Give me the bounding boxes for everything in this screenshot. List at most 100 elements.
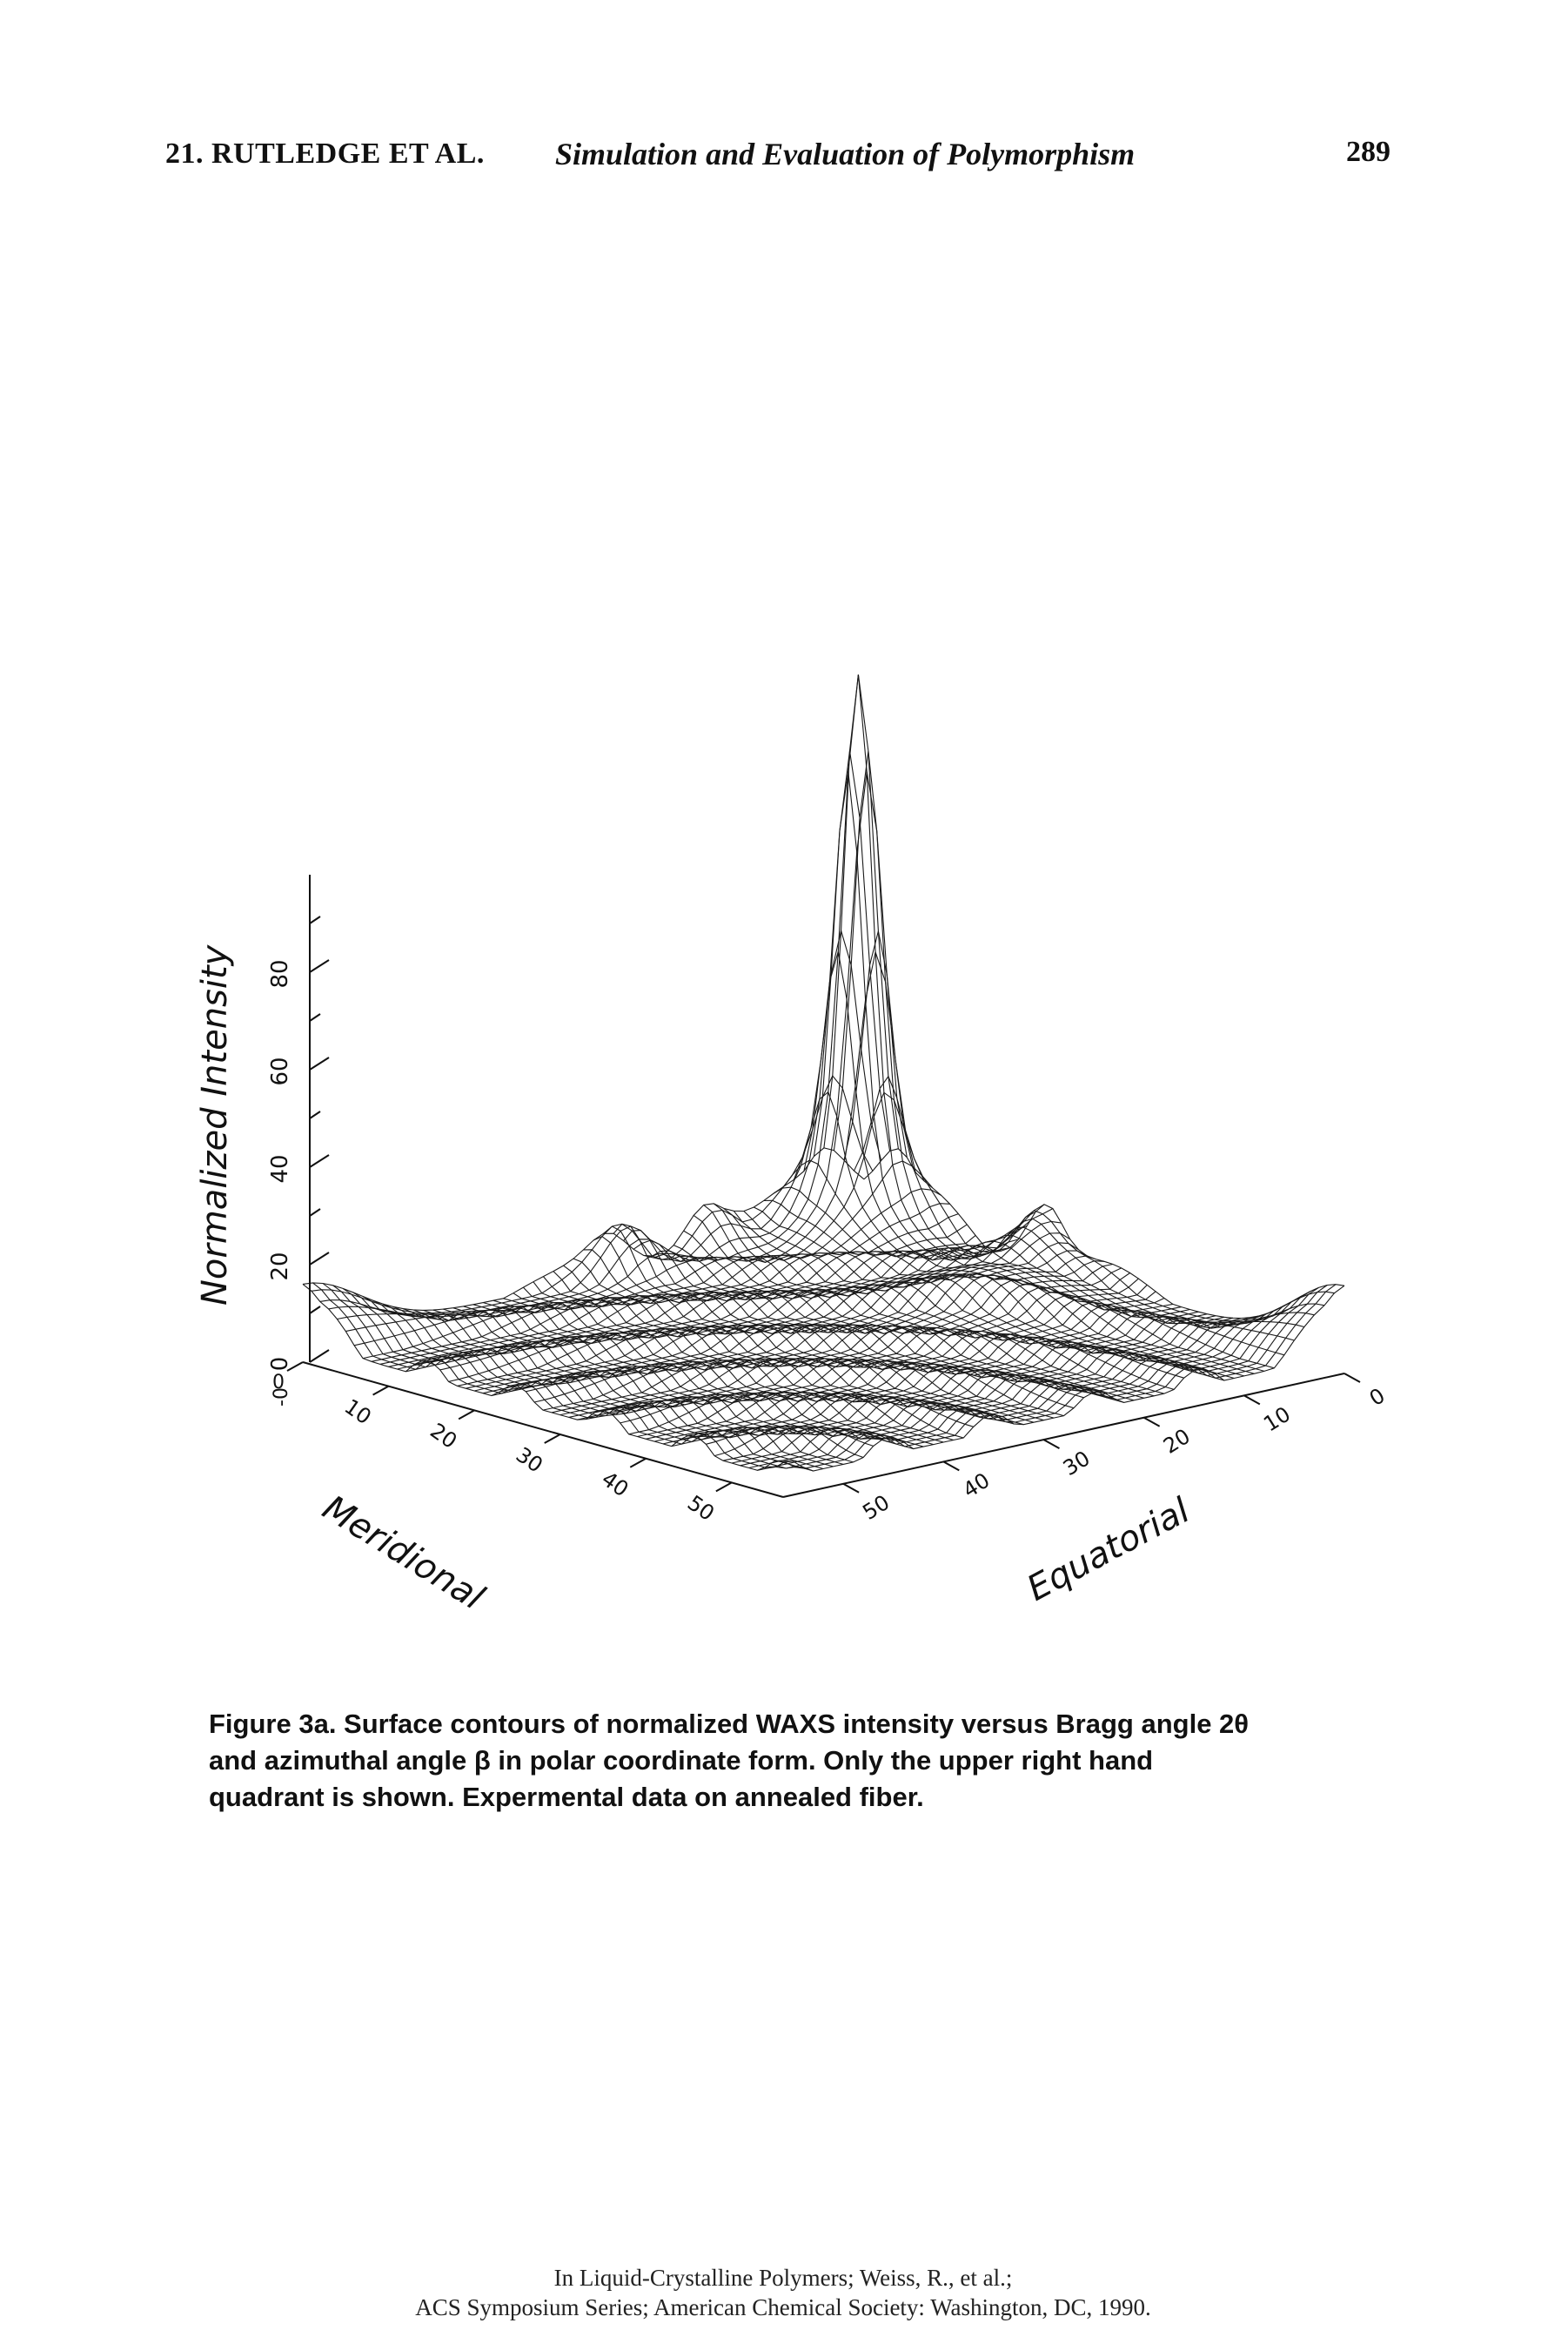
mesh-line	[423, 1309, 904, 1443]
mesh-line	[803, 951, 1285, 1356]
mesh-line	[311, 1074, 874, 1314]
z-tick-label: 0	[267, 1357, 293, 1372]
origin-tick-label: 0	[272, 1372, 285, 1393]
meridional-tick-label: 20	[426, 1419, 461, 1454]
equatorial-tick	[842, 1482, 860, 1494]
mesh-line	[763, 1199, 1244, 1377]
caption-line: and azimuthal angle β in polar coordinat…	[209, 1745, 1154, 1776]
mesh-line	[392, 1306, 874, 1447]
mesh-line	[332, 1285, 814, 1472]
equatorial-tick-label: 20	[1159, 1424, 1195, 1459]
mesh-line	[482, 1204, 1045, 1394]
z-tick	[309, 1013, 321, 1022]
meridional-tick	[372, 1385, 390, 1396]
meridional-tick-label: 30	[512, 1442, 547, 1477]
mesh-line	[312, 1282, 794, 1469]
z-tick	[309, 1208, 321, 1217]
z-tick	[309, 1057, 330, 1071]
z-tick	[309, 1111, 321, 1119]
axis-labels: Normalized Intensity Meridional Equatori…	[195, 943, 1390, 1618]
meridional-tick-label: 40	[597, 1467, 633, 1501]
mesh-line	[322, 1283, 804, 1469]
citation-footer: In Liquid-Crystalline Polymers; Weiss, R…	[174, 2263, 1392, 2322]
caption-line: Figure 3a. Surface contours of normalize…	[209, 1709, 1250, 1739]
equatorial-tick-label: 50	[858, 1490, 894, 1525]
meridional-tick	[629, 1457, 647, 1468]
mesh-line	[533, 1281, 1015, 1425]
meridional-tick-label: 50	[683, 1491, 719, 1526]
mesh-line	[452, 1306, 934, 1446]
mesh-line	[302, 1147, 865, 1311]
mesh-line	[693, 1214, 1175, 1390]
figure-caption: Figure 3a. Surface contours of normalize…	[209, 1706, 1357, 1816]
mesh-line	[342, 1287, 824, 1470]
mesh-line	[553, 1271, 1035, 1423]
mesh-line	[443, 1308, 924, 1447]
equatorial-axis-label: Equatorial	[1021, 1491, 1196, 1609]
meridional-tick	[286, 1361, 304, 1372]
running-head: 21. RUTLEDGE ET AL. Simulation and Evalu…	[165, 131, 1401, 183]
mesh-line	[472, 1304, 954, 1441]
z-tick-label: 80	[267, 959, 293, 988]
z-tick	[309, 916, 321, 924]
mesh-line	[302, 1283, 784, 1471]
z-tick-label: 40	[267, 1154, 293, 1183]
z-tick	[309, 959, 330, 973]
equatorial-tick	[1243, 1394, 1261, 1406]
mesh-line	[782, 1285, 1345, 1472]
chapter-label: 21. RUTLEDGE ET AL.	[165, 138, 485, 170]
mesh-line	[463, 1306, 944, 1443]
mesh-line	[319, 929, 882, 1318]
meridional-tick-label: 10	[340, 1394, 376, 1429]
mesh-line	[854, 1075, 1335, 1322]
mesh-line	[362, 1296, 844, 1465]
equatorial-tick	[942, 1460, 960, 1472]
z-tick-label: 60	[267, 1057, 293, 1085]
equatorial-tick	[1042, 1439, 1060, 1449]
mesh-line	[823, 674, 1305, 1328]
mesh-line	[723, 1207, 1204, 1370]
mesh-line	[863, 1148, 1345, 1319]
running-title: Simulation and Evaluation of Polymorphis…	[555, 137, 1136, 171]
z-tick	[309, 1306, 321, 1314]
equatorial-tick-label: 0	[1365, 1383, 1390, 1411]
mesh-line	[422, 1245, 985, 1361]
equatorial-tick-label: 30	[1059, 1446, 1095, 1480]
mesh-line	[379, 1188, 941, 1365]
z-tick	[309, 1154, 330, 1168]
mesh-line	[813, 771, 1295, 1341]
mesh-line	[493, 1299, 974, 1427]
mesh-line	[733, 1210, 1215, 1374]
meridional-axis-label: Meridional	[316, 1487, 491, 1618]
equatorial-tick-label: 10	[1259, 1402, 1295, 1437]
mesh-line	[403, 1308, 884, 1440]
meridional-tick	[544, 1434, 561, 1444]
mesh-line	[583, 1249, 1064, 1417]
mesh-line	[843, 930, 1325, 1326]
mesh-line	[783, 1159, 1265, 1372]
mesh-line	[713, 1203, 1195, 1372]
z-tick	[309, 1252, 330, 1266]
mesh-line	[432, 1309, 914, 1450]
mesh-line	[774, 1186, 1255, 1374]
mesh-line	[563, 1265, 1044, 1421]
mesh-line	[623, 1230, 1104, 1393]
mesh-line	[412, 1309, 894, 1439]
mesh-line	[382, 1303, 864, 1459]
mesh-line	[703, 1204, 1184, 1379]
citation-line: ACS Symposium Series; American Chemical …	[415, 2294, 1151, 2320]
meridional-tick	[458, 1409, 475, 1420]
equatorial-tick-label: 40	[959, 1468, 995, 1503]
caption-line: quadrant is shown. Expermental data on a…	[209, 1782, 924, 1812]
z-axis-label: Normalized Intensity	[195, 943, 235, 1306]
z-tick-label: 20	[267, 1252, 293, 1280]
mesh-line	[337, 674, 899, 1320]
mesh-line	[683, 1230, 1164, 1394]
mesh-line	[653, 1255, 1135, 1401]
mesh-line	[743, 1211, 1224, 1381]
mesh-line	[593, 1235, 1075, 1409]
page-number: 289	[1346, 136, 1390, 168]
equatorial-tick	[1143, 1416, 1161, 1427]
equatorial-axis-line	[782, 1373, 1345, 1498]
mesh-line	[643, 1250, 1124, 1403]
